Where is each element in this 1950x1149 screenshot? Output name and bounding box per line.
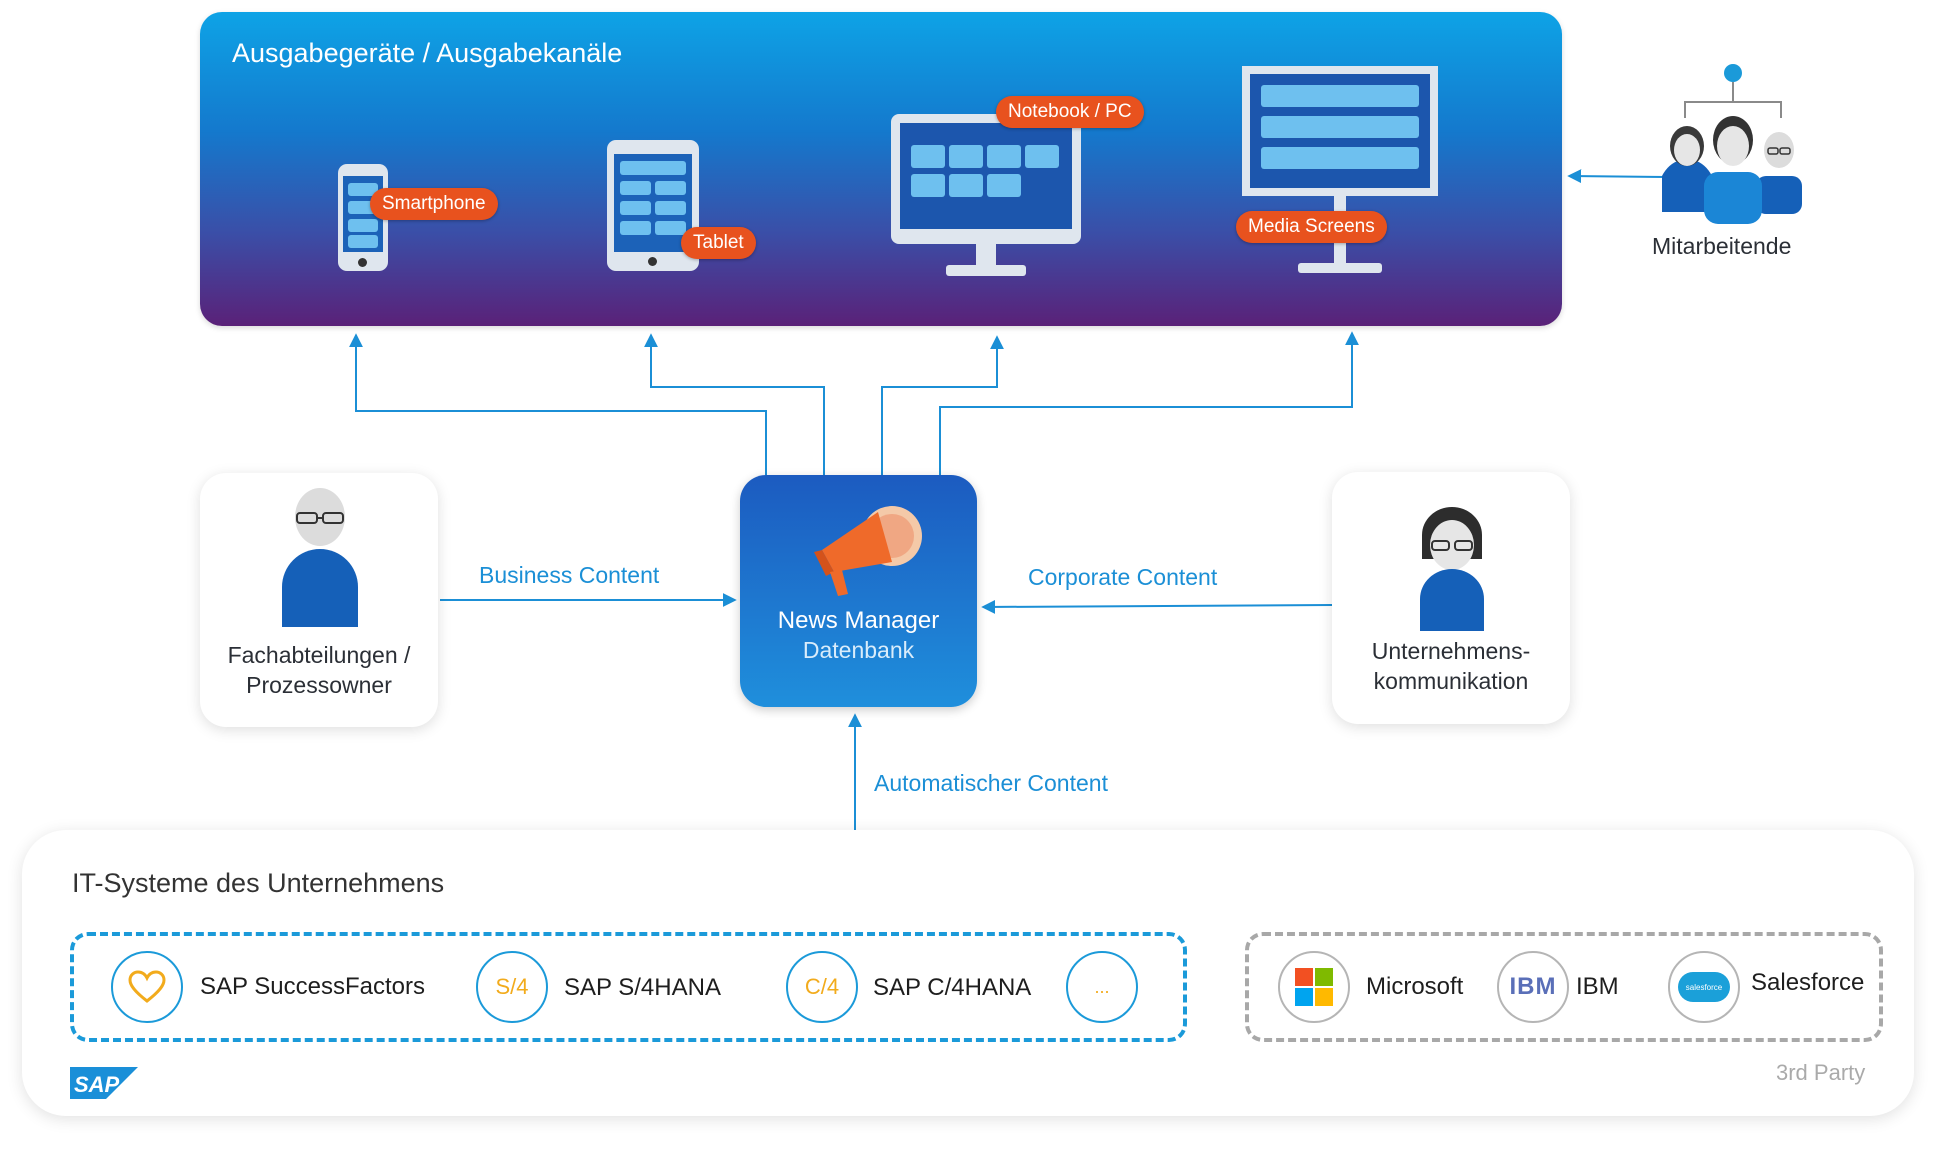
corporate-comm-label-line2: kommunikation: [1373, 668, 1529, 694]
microsoft-windows-icon: [1295, 968, 1333, 1006]
notebook-badge: Notebook / PC: [996, 96, 1144, 128]
s4hana-label: SAP S/4HANA: [564, 974, 721, 1001]
flow-to-media-screens: [939, 331, 1359, 475]
corporate-comm-label-line1: Unternehmens-: [1371, 638, 1531, 664]
it-systems-title: IT-Systeme des Unternehmens: [72, 868, 445, 898]
sap-logo-text: SAP: [74, 1072, 120, 1097]
tablet-badge: Tablet: [681, 227, 756, 259]
ibm-label: IBM: [1576, 973, 1619, 1000]
business-content-label: Business Content: [479, 562, 660, 588]
flow-corporate: [981, 599, 1333, 614]
corporate-comm-person-icon: [1420, 507, 1484, 631]
megaphone-icon: [814, 506, 922, 596]
microsoft-label: Microsoft: [1366, 973, 1464, 1000]
flow-to-tablet: [644, 333, 825, 475]
third-party-group: [1245, 932, 1883, 1042]
media-screens-badge: Media Screens: [1236, 211, 1387, 243]
corporate-content-label: Corporate Content: [1028, 564, 1218, 590]
automatic-content-label: Automatischer Content: [874, 770, 1108, 796]
sap-systems-group: [70, 932, 1187, 1042]
monitor-icon: [891, 114, 1081, 276]
news-manager-subtitle: Datenbank: [802, 637, 915, 663]
s4hana-logo: S/4: [476, 951, 548, 1023]
more-systems-logo: ...: [1066, 951, 1138, 1023]
c4hana-abbr: C/4: [804, 974, 840, 999]
department-label-line2: Prozessowner: [246, 672, 392, 698]
flow-to-notebook: [881, 335, 1004, 475]
output-panel-title: Ausgabegeräte / Ausgabekanäle: [232, 38, 623, 68]
salesforce-logo: salesforce: [1668, 951, 1740, 1023]
flow-to-smartphone: [349, 333, 767, 475]
microsoft-logo: [1278, 951, 1350, 1023]
it-systems-box: [22, 830, 1914, 1116]
heart-icon: [128, 970, 166, 1003]
s4hana-abbr: S/4: [495, 974, 529, 999]
third-party-caption: 3rd Party: [1776, 1060, 1866, 1085]
news-manager-title: News Manager: [777, 607, 940, 634]
media-screen-icon: [1242, 66, 1438, 273]
successfactors-logo: [111, 951, 183, 1023]
salesforce-abbr: salesforce: [1685, 982, 1723, 992]
ibm-logo: IBM: [1497, 951, 1569, 1023]
c4hana-logo: C/4: [786, 951, 858, 1023]
employees-label: Mitarbeitende: [1652, 233, 1792, 259]
department-label-line1: Fachabteilungen /: [227, 642, 411, 668]
employees-group-icon: [1662, 64, 1802, 224]
news-manager-box: [740, 475, 977, 707]
department-person-icon: [282, 488, 358, 627]
sap-logo: SAP: [70, 1067, 138, 1099]
c4hana-label: SAP C/4HANA: [873, 974, 1032, 1001]
salesforce-label: Salesforce: [1751, 969, 1865, 996]
flow-employees: [1567, 169, 1669, 184]
ibm-abbr: IBM: [1509, 973, 1557, 1000]
smartphone-badge: Smartphone: [370, 188, 498, 220]
more-systems-abbr: ...: [1094, 976, 1110, 997]
tablet-icon: [607, 140, 699, 271]
salesforce-cloud-icon: salesforce: [1678, 972, 1730, 1002]
successfactors-label: SAP SuccessFactors: [200, 973, 425, 1000]
